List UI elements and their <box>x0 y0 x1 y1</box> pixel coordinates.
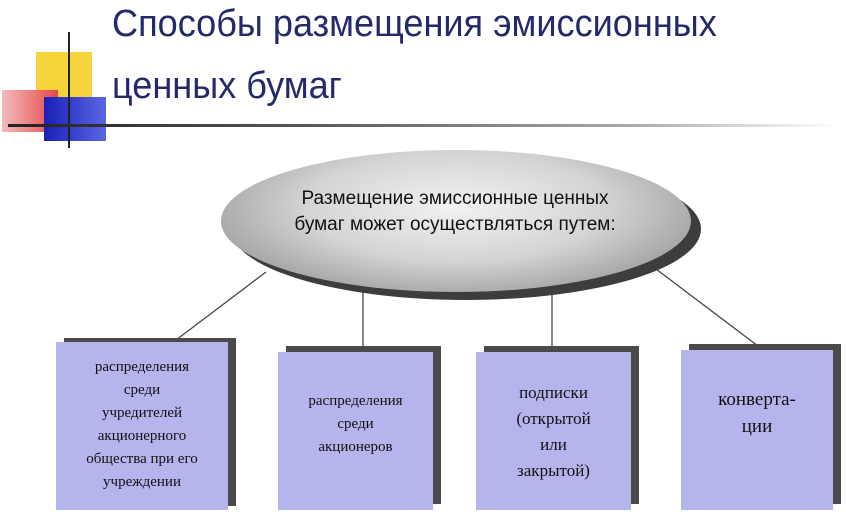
ellipse-shape <box>221 150 691 292</box>
method-box-conversion: конверта- ции <box>681 350 833 510</box>
box-text-line: акционерного <box>97 428 187 444</box>
method-box-shareholders: распределения среди акционеров <box>278 352 433 510</box>
box-text-line: общества при его <box>86 451 198 467</box>
box-text-line: (открытой <box>516 409 591 428</box>
box-text-line: закрытой) <box>517 461 590 480</box>
box-text-line: учреждении <box>103 474 181 490</box>
box-text-line: среди <box>123 382 161 398</box>
box-text-line: ции <box>741 416 773 437</box>
box-text-line: среди <box>337 416 374 432</box>
connector-4 <box>651 265 759 347</box>
ellipse-text: Размещение эмиссионные ценных бумаг може… <box>265 186 645 238</box>
ellipse-text-line-1: Размещение эмиссионные ценных <box>301 188 609 209</box>
connector-1 <box>175 271 267 341</box>
box-text-line: или <box>540 435 567 454</box>
page-title-line-2: ценных бумаг <box>112 65 342 107</box>
method-box-subscription: подписки (открытой или закрытой) <box>476 352 631 510</box>
central-ellipse-node: Размещение эмиссионные ценных бумаг може… <box>221 150 701 300</box>
box-text-line: учредителей <box>101 405 183 421</box>
title-underline <box>8 124 838 127</box>
box-text-line: распределения <box>308 393 403 409</box>
page-title-line-1: Способы размещения эмиссионных <box>112 3 717 45</box>
vertical-accent-line <box>68 32 70 148</box>
blue-square-decoration <box>44 97 106 141</box>
box-text-line: распределения <box>94 359 190 375</box>
box-text-line: конверта- <box>718 389 796 410</box>
ellipse-text-line-2: бумаг может осуществляться путем: <box>294 214 616 235</box>
box-text-line: акционеров <box>318 439 393 455</box>
box-text-line: подписки <box>519 383 588 402</box>
method-box-founders: распределения среди учредителей акционер… <box>56 342 228 510</box>
